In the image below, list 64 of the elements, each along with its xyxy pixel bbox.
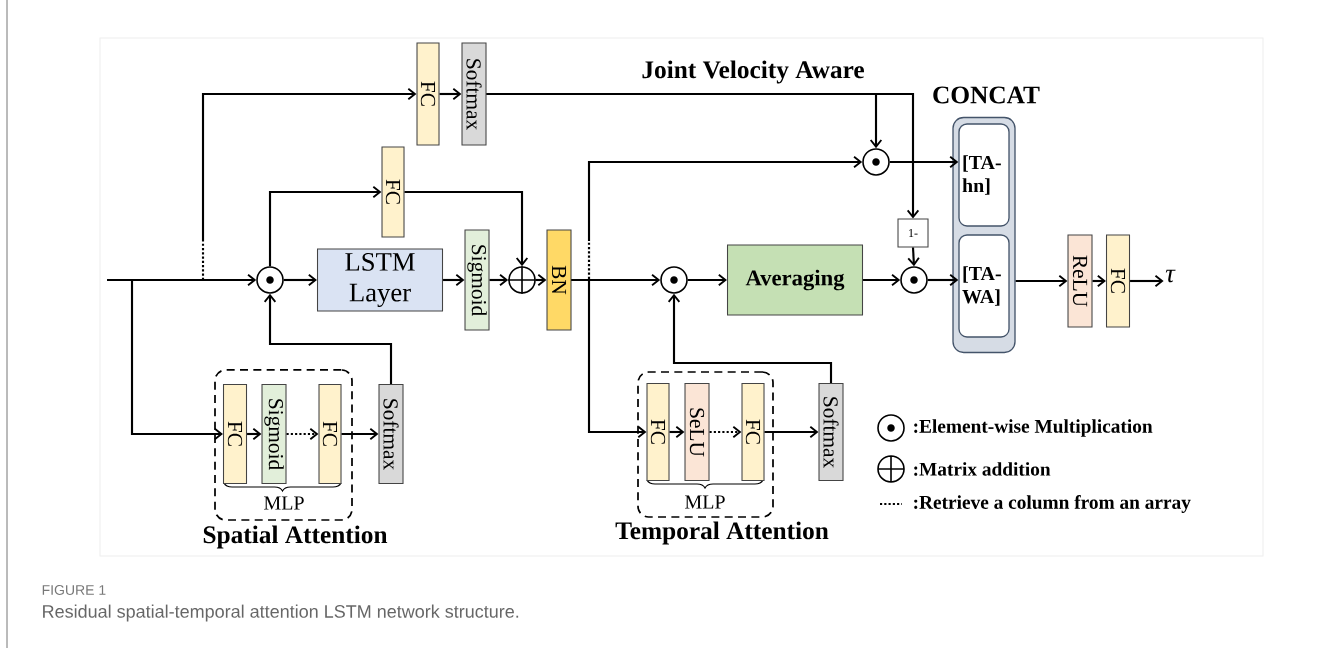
- batch-norm-layer: BN: [546, 229, 572, 331]
- arrow: [283, 273, 317, 287]
- concat-slot: [TA- hn]: [958, 123, 1010, 227]
- arrow: [709, 425, 742, 439]
- fc-layer: FC: [222, 383, 248, 485]
- arrow: [486, 92, 920, 219]
- arrow: [571, 278, 647, 439]
- fc-layer: FC: [646, 382, 670, 482]
- arrow: [669, 425, 685, 439]
- caption: Residual spatial-temporal attention LSTM network structure.: [43, 604, 519, 622]
- arrow: [201, 87, 417, 240]
- arrow: [927, 273, 959, 287]
- relu-layer: ReLU: [1067, 234, 1093, 328]
- multiply-node: [862, 148, 890, 176]
- sigmoid-layer: Sigmoid: [464, 229, 490, 331]
- arrow: [341, 427, 379, 441]
- arrow: [286, 427, 319, 441]
- fc-layer: FC: [741, 382, 765, 482]
- softmax-layer: Softmax: [378, 383, 404, 485]
- arrow: [1015, 274, 1068, 288]
- selu-layer: SeLU: [684, 382, 710, 482]
- arrow: [107, 273, 257, 287]
- multiply-node: [256, 266, 284, 294]
- group-heading: Temporal Attention: [615, 521, 829, 545]
- concat-heading: CONCAT: [933, 86, 1040, 104]
- arrow: [247, 427, 262, 441]
- legend-text: :Matrix addition: [914, 462, 1051, 476]
- fc-layer: FC: [318, 383, 342, 485]
- multiply-node: [660, 266, 688, 294]
- output-symbol: τ: [1165, 269, 1176, 283]
- figure-number: FIGURE 1: [42, 585, 106, 595]
- softmax-layer: Softmax: [461, 42, 487, 146]
- arrow: [263, 293, 393, 384]
- arrow: [443, 273, 465, 287]
- fc-layer: FC: [1105, 234, 1131, 328]
- fc-layer: FC: [416, 42, 440, 146]
- arrow: [130, 280, 223, 441]
- fc-layer: FC: [381, 146, 405, 238]
- arrow: [667, 293, 833, 383]
- arrow: [439, 87, 462, 101]
- lstm-box: LSTM Layer: [316, 248, 444, 312]
- arrow: [489, 273, 509, 287]
- arrow: [1092, 274, 1106, 288]
- averaging-box: Averaging: [726, 244, 864, 316]
- sigmoid-layer: Sigmoid: [261, 383, 287, 485]
- group-label: MLP: [264, 496, 304, 510]
- arrow: [889, 155, 959, 169]
- arrow: [268, 185, 382, 267]
- concat-slot: [TA- WA]: [958, 234, 1010, 338]
- section-heading: Joint Velocity Aware: [642, 60, 864, 84]
- arrow: [404, 190, 529, 267]
- legend-text: :Retrieve a column from an array: [914, 495, 1191, 513]
- arrow: [1130, 274, 1164, 288]
- multiply-node: [900, 266, 928, 294]
- arrow: [863, 273, 901, 287]
- arrow: [687, 273, 727, 287]
- one-minus-box: 1-: [897, 218, 929, 248]
- group-label: MLP: [685, 495, 725, 509]
- softmax-layer: Softmax: [818, 382, 844, 482]
- add-node: [507, 265, 537, 295]
- arrow: [907, 247, 920, 267]
- legend-text: :Element-wise Multiplication: [914, 419, 1153, 437]
- arrow: [764, 425, 819, 439]
- group-heading: Spatial Attention: [203, 525, 388, 549]
